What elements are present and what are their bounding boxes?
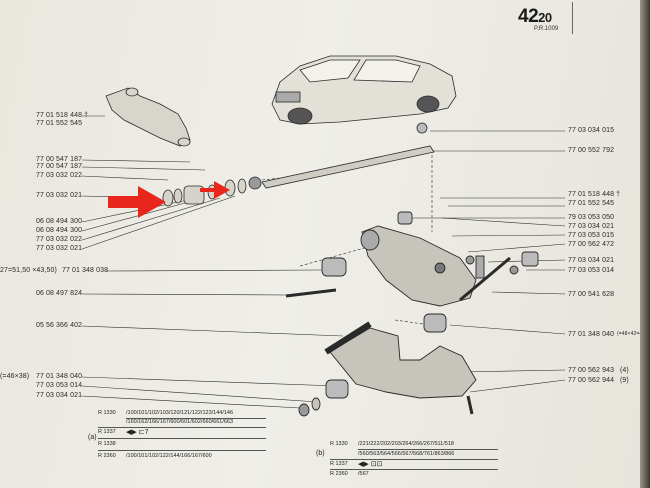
pn-left-9: 77 03 032 022 [36, 236, 83, 243]
pn-left-11-prefix: 27=51,50 ×43,50) [0, 267, 57, 274]
pn-right-6: 77 03 034 021 [568, 223, 615, 230]
table-a-models-2: /160/162/166/167/600/601/602/660/661/663 [126, 419, 234, 425]
table-a-models-1: /100/101/102/103/120/121/122/123/144/146 [126, 410, 234, 416]
car-thumbnail [271, 55, 457, 125]
table-a-rule [126, 418, 266, 419]
table-a-code-5: R 2360 [98, 453, 116, 459]
pn-left-14-prefix: (=46×38) [0, 373, 30, 380]
table-a-code-3: R 1337 [98, 429, 116, 435]
table-b-code-1: R 1330 [330, 441, 348, 447]
tie-rod [261, 122, 435, 189]
table-a-rule [98, 438, 266, 439]
table-a-code-4: R 1338 [98, 441, 116, 447]
pn-right-5: 79 03 053 050 [568, 214, 615, 221]
lower-wishbone [298, 313, 477, 417]
pn-right-3: 77 01 518 448 † [568, 191, 621, 198]
table-b-rule [358, 449, 498, 450]
pn-left-8: 06 08 494 300 [36, 227, 83, 234]
applicability-table-b: R 1330 /221/222/202/203/264/266/267/511/… [330, 440, 500, 488]
pn-right-4: 77 01 552 545 [568, 200, 615, 207]
pn-left-3: 77 00 547 187 [36, 156, 83, 163]
pn-left-10: 77 03 032 021 [36, 245, 83, 252]
red-arrow-large [108, 186, 166, 218]
table-a-code-1: R 1330 [98, 410, 116, 416]
applicability-table-a: R 1330 /100/101/102/103/120/121/122/123/… [98, 408, 268, 468]
pn-right-10: 77 03 053 014 [568, 267, 615, 274]
pn-left-4: 77 00 547 187 [36, 163, 83, 170]
table-b-models-1: /221/222/202/203/264/266/267/511/518 [358, 441, 454, 447]
table-a-rule [98, 450, 266, 451]
page-number-box [512, 2, 573, 34]
pn-right-14-suffix: (9) [620, 377, 629, 384]
pn-left-1: 77 01 518 448 † [36, 112, 89, 119]
variant-a-label: (a) [88, 434, 97, 441]
table-a-models-5: /100/101/102/122/144/166/167/600 [126, 453, 212, 459]
pn-left-6: 77 03 032 021 [36, 192, 83, 199]
upper-wishbone [285, 211, 539, 307]
highlight-arrows [108, 181, 230, 218]
table-a-symbol: ◀▶ ⊏7 [126, 429, 149, 436]
pn-left-7: 06 08 494 300 [36, 218, 83, 225]
pn-right-14: 77 00 562 944 [568, 377, 615, 384]
pn-left-14: 77 01 348 040 [36, 373, 83, 380]
pn-left-13: 05 56 366 402 [36, 322, 83, 329]
pn-right-9: 77 03 034 021 [568, 257, 615, 264]
pn-left-11: 77 01 348 038 [62, 267, 109, 274]
red-arrow-small [200, 181, 230, 199]
page-number-main: 42 [518, 6, 539, 27]
table-b-rule [330, 469, 498, 470]
pn-right-1: 77 03 034 015 [568, 127, 615, 134]
pn-right-8: 77 00 562 472 [568, 241, 615, 248]
table-b-models-4: /567 [358, 471, 369, 477]
bush-washer-stack [162, 176, 262, 207]
table-b-symbol: ◀▶ ⊡⊡ [358, 461, 383, 468]
table-b-code-4: R 2360 [330, 471, 348, 477]
pn-left-2: 77 01 552 545 [36, 120, 83, 127]
pn-right-13-suffix: (4) [620, 367, 629, 374]
pn-right-12-suffix: (=48×42=48 [617, 331, 646, 337]
page-number: 4220 [518, 6, 552, 28]
pn-left-12: 06 08 497 824 [36, 290, 83, 297]
pn-left-16: 77 03 034 021 [36, 392, 83, 399]
upper-arm-thumbnail [105, 87, 191, 147]
pn-right-2: 77 00 552 792 [568, 147, 615, 154]
pn-right-12: 77 01 348 040 [568, 331, 615, 338]
table-a-rule [98, 427, 266, 428]
table-b-code-3: R 1337 [330, 461, 348, 467]
page-reference: P.R.1009 [534, 26, 559, 32]
pn-left-15: 77 03 053 014 [36, 382, 83, 389]
page-binding-edge [640, 0, 650, 488]
pn-right-7: 77 03 053 015 [568, 232, 615, 239]
page-number-sub: 20 [538, 10, 552, 25]
table-b-rule [330, 459, 498, 460]
pn-left-5: 77 03 032 022 [36, 172, 83, 179]
pn-right-11: 77 00 541 628 [568, 291, 615, 298]
variant-b-label: (b) [316, 450, 325, 457]
table-b-models-2: /560/563/564/566/567/568/761/863/866 [358, 451, 455, 457]
pn-right-13: 77 00 562 943 [568, 367, 615, 374]
